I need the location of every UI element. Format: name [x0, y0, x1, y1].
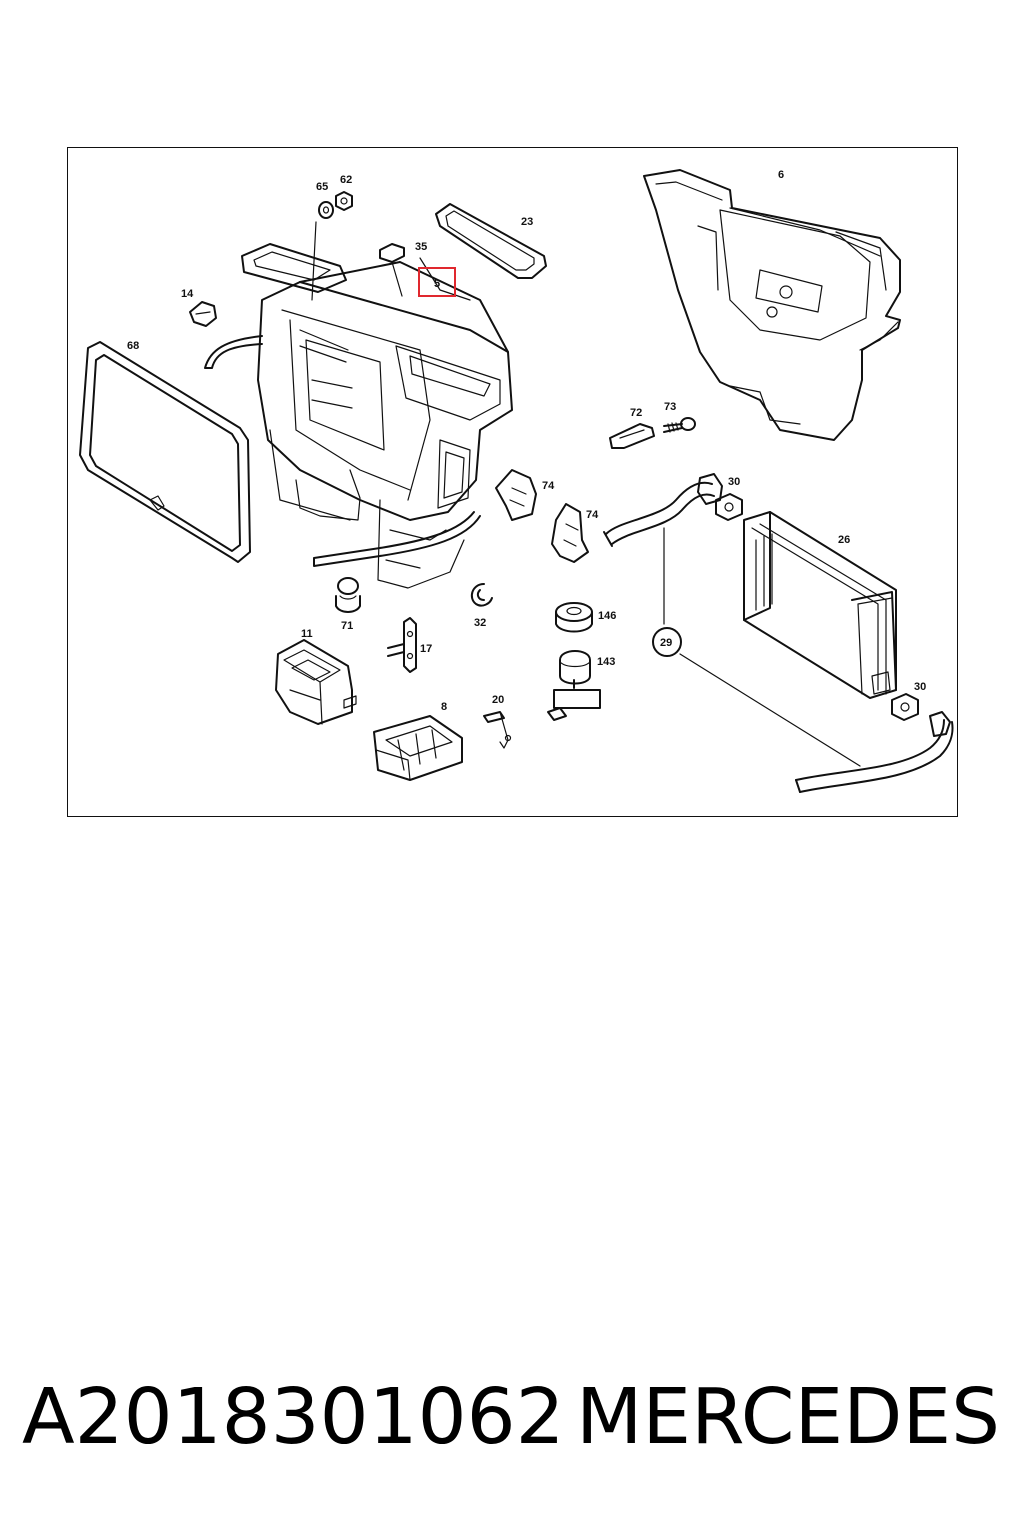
callout-5-highlight [418, 267, 456, 297]
part-35-clip[interactable] [379, 243, 405, 297]
part-73-screw[interactable] [663, 417, 696, 433]
part-65-washer[interactable] [311, 201, 334, 301]
part-30-gasket-upper[interactable] [715, 493, 743, 521]
part-71-grommet[interactable] [335, 577, 361, 613]
part-68-gasket[interactable] [79, 341, 251, 563]
callout-30-lower[interactable]: 30 [914, 681, 926, 693]
part-17-lever[interactable] [387, 617, 417, 673]
callout-20[interactable]: 20 [492, 694, 504, 706]
part-5-housing[interactable] [241, 243, 513, 589]
part-8-air-outlet[interactable] [373, 715, 463, 781]
callout-14[interactable]: 14 [181, 288, 194, 300]
callout-68[interactable]: 68 [127, 340, 139, 352]
callout-26[interactable]: 26 [838, 534, 850, 546]
part-6-cover[interactable] [643, 169, 901, 441]
product-caption: A2018301062 MERCEDES [0, 1368, 1024, 1468]
callout-5[interactable]: 5 [434, 278, 440, 290]
callout-11[interactable]: 11 [301, 628, 313, 640]
part-74-bracket-upper[interactable] [495, 469, 537, 521]
callout-32[interactable]: 32 [474, 617, 486, 629]
part-146-bushing[interactable] [555, 602, 593, 633]
part-11-flap-unit[interactable] [275, 639, 357, 725]
callout-8[interactable]: 8 [441, 701, 447, 713]
part-143-valve[interactable] [547, 650, 601, 721]
callout-17[interactable]: 17 [420, 643, 432, 655]
callout-71[interactable]: 71 [341, 620, 353, 632]
callout-65[interactable]: 65 [316, 181, 328, 193]
part-20-pin[interactable] [483, 711, 512, 749]
callout-74-upper[interactable]: 74 [542, 480, 555, 492]
part-number: A2018301062 [22, 1373, 565, 1462]
callout-74-lower[interactable]: 74 [586, 509, 599, 521]
hose-lower[interactable] [313, 511, 481, 567]
callout-29-circle [652, 627, 682, 657]
callout-6[interactable]: 6 [778, 169, 784, 181]
pipe-upper[interactable] [603, 473, 723, 547]
callout-29[interactable]: 29 [660, 637, 672, 649]
callout-62[interactable]: 62 [340, 174, 352, 186]
diagram-frame [67, 147, 958, 817]
callout-72[interactable]: 72 [630, 407, 642, 419]
brand-name: MERCEDES [576, 1373, 1000, 1462]
callout-35[interactable]: 35 [415, 241, 427, 253]
part-72-bracket[interactable] [609, 423, 655, 449]
part-30-gasket-lower[interactable] [891, 693, 919, 721]
part-23-seal[interactable] [435, 203, 547, 279]
part-32-clip[interactable] [470, 583, 493, 607]
part-74-bracket-lower[interactable] [551, 503, 589, 563]
callout-146[interactable]: 146 [598, 610, 616, 622]
hose-left[interactable] [204, 335, 263, 369]
part-62-nut[interactable] [335, 191, 353, 211]
callout-30-upper[interactable]: 30 [728, 476, 740, 488]
part-29-pipe-set[interactable] [663, 527, 954, 793]
part-26-heater-core[interactable] [743, 511, 897, 699]
callout-143[interactable]: 143 [597, 656, 615, 668]
callout-23[interactable]: 23 [521, 216, 533, 228]
part-14-clip[interactable] [189, 301, 217, 327]
callout-73[interactable]: 73 [664, 401, 676, 413]
